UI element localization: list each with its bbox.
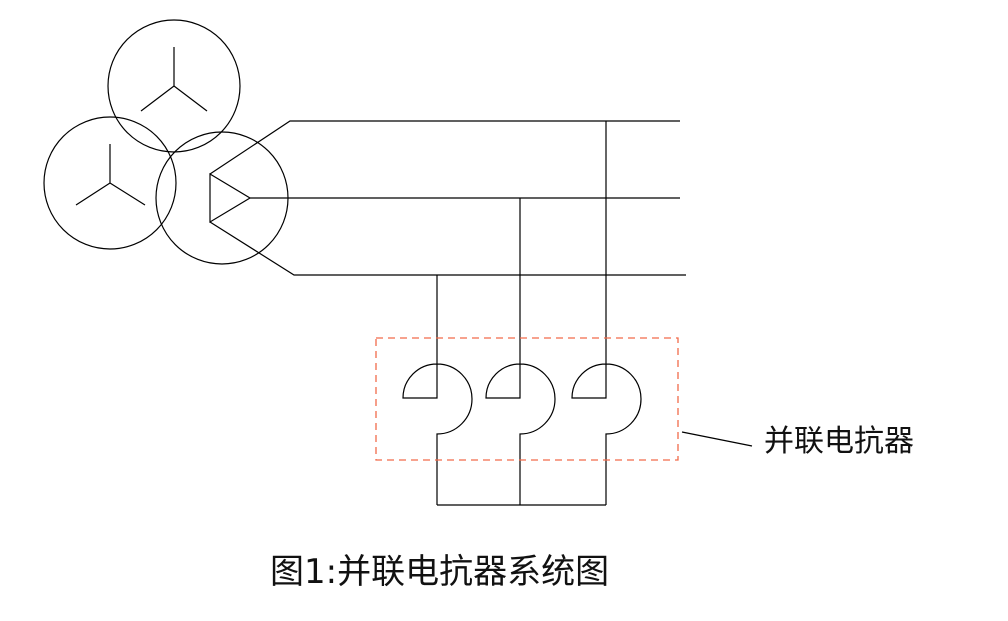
reactor-symbol-1 bbox=[402, 275, 473, 505]
figure-caption: 图1:并联电抗器系统图 bbox=[270, 552, 610, 592]
wye-symbol-left bbox=[75, 144, 146, 206]
reactor-symbol-2 bbox=[485, 198, 556, 505]
wye-symbol-top bbox=[140, 47, 208, 112]
bus-line-phase-a bbox=[209, 120, 680, 175]
bus-line-phase-c bbox=[209, 221, 686, 276]
shunt-reactor-group bbox=[402, 121, 642, 506]
reactor-symbol-3 bbox=[571, 121, 642, 505]
winding-circle-left bbox=[43, 116, 177, 250]
callout-leader-line bbox=[681, 431, 753, 447]
callout-label: 并联电抗器 bbox=[764, 424, 914, 459]
three-phase-bus bbox=[209, 120, 686, 276]
reactor-highlight-box bbox=[375, 337, 679, 461]
delta-symbol-right bbox=[209, 172, 252, 224]
three-winding-transformer bbox=[43, 19, 289, 265]
